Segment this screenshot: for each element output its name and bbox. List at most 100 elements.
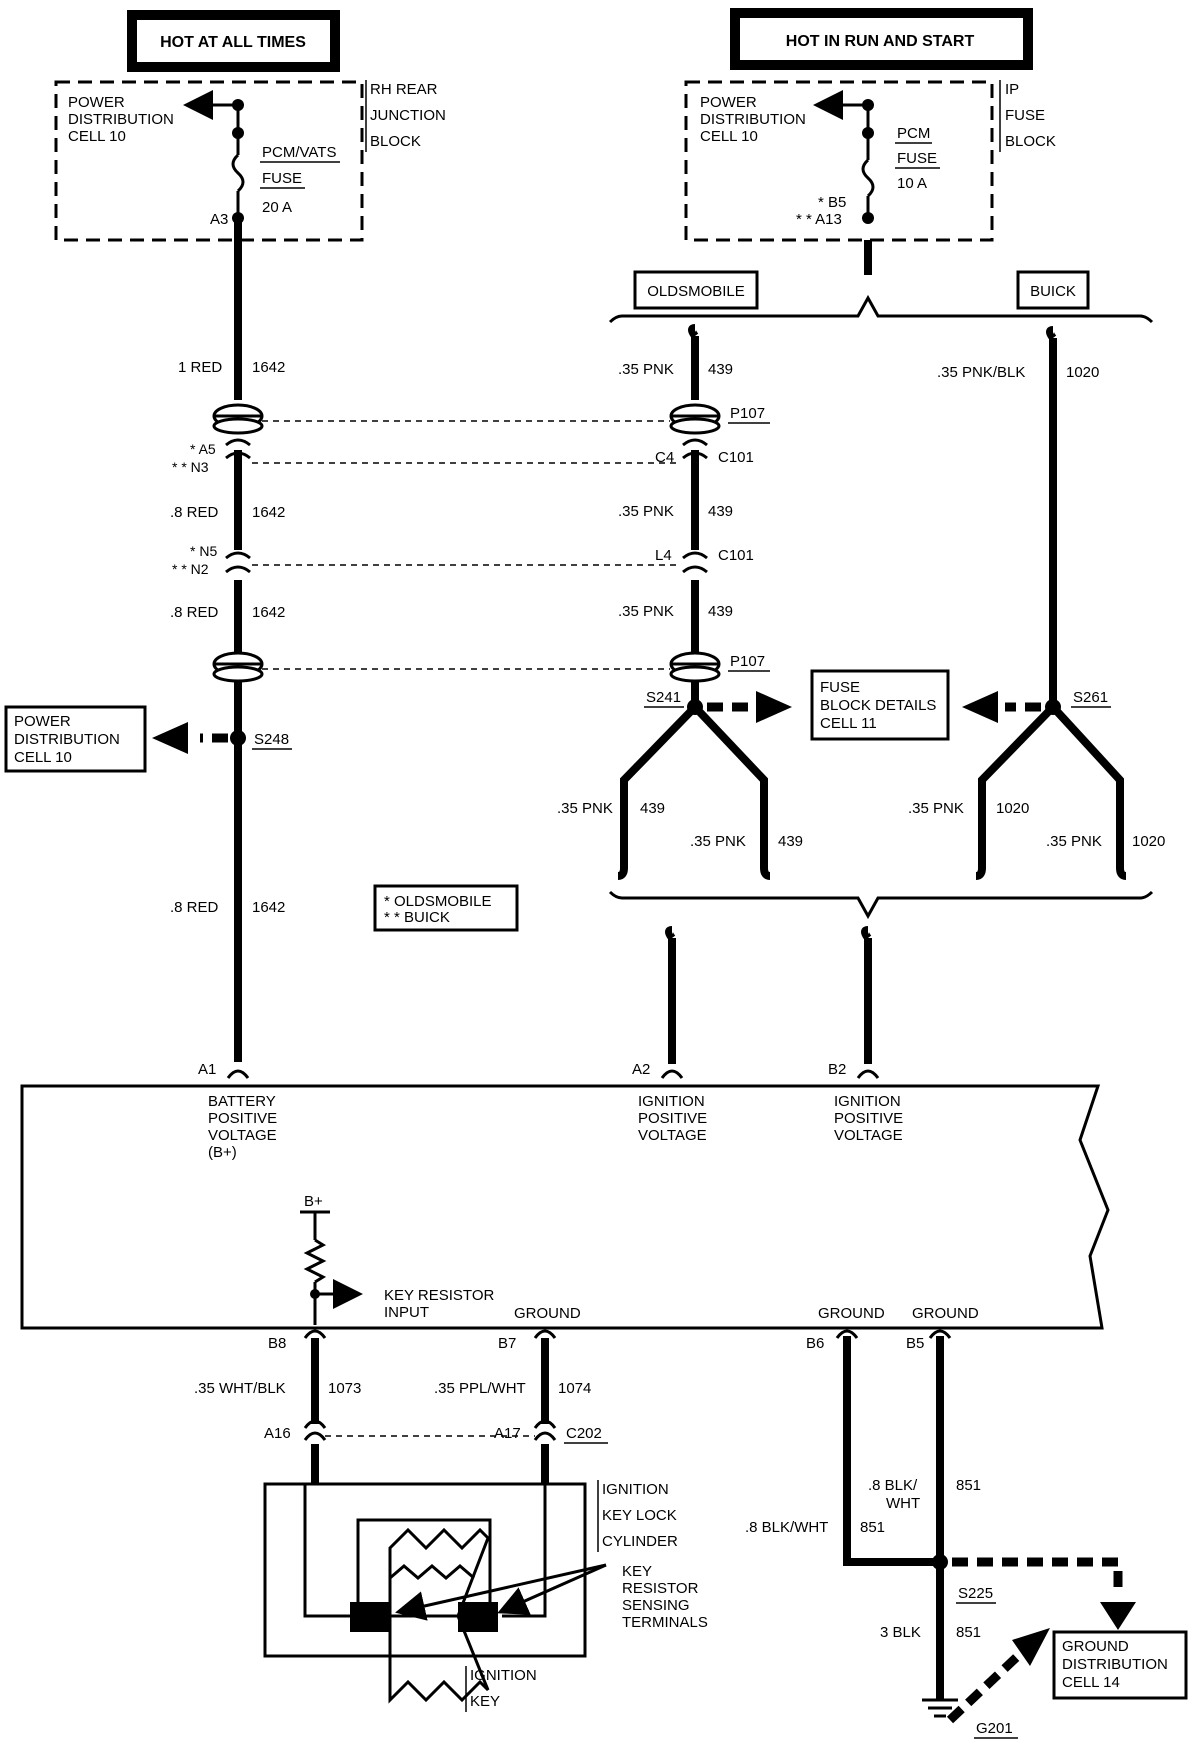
terminals-line-4: TERMINALS bbox=[622, 1614, 708, 1631]
right-side-1: IP bbox=[1005, 81, 1019, 98]
wire-code-1020-a: 1020 bbox=[1066, 364, 1099, 381]
variant-bracket-bottom bbox=[608, 890, 1154, 1064]
cyl-line-1: IGNITION bbox=[602, 1481, 669, 1498]
connector-c101-left-a: * A5 * * N3 bbox=[172, 438, 251, 475]
wire-label-pplwht: .35 PPL/WHT bbox=[434, 1380, 526, 1397]
wire-label-pnk-b: .35 PNK bbox=[618, 503, 674, 520]
wire-label-pnk-e: .35 PNK bbox=[690, 833, 746, 850]
right-fuse-rating: 10 A bbox=[897, 175, 927, 192]
connector-c101-right-b: L4 C101 bbox=[655, 547, 754, 574]
pin-n2: * * N2 bbox=[172, 561, 209, 577]
ref-fuse-line-1: FUSE bbox=[820, 679, 860, 696]
pin-a1: A1 bbox=[198, 1061, 216, 1078]
bus-node bbox=[232, 99, 244, 111]
a1-desc-3: VOLTAGE bbox=[208, 1127, 277, 1144]
connector-c101-left-b: * N5 * * N2 bbox=[172, 543, 251, 577]
pin-b5: B5 bbox=[906, 1335, 924, 1352]
wire-code-439-a: 439 bbox=[708, 361, 733, 378]
header-left-text: HOT AT ALL TIMES bbox=[160, 34, 306, 51]
wire-code-1642-c: 1642 bbox=[252, 604, 285, 621]
wire-label-pnk-a: .35 PNK bbox=[618, 361, 674, 378]
bplus-label: B+ bbox=[304, 1193, 323, 1210]
pin-n5: * N5 bbox=[190, 543, 217, 559]
splice-s261: S261 .35 PNK 1020 .35 PNK 1020 bbox=[908, 689, 1165, 880]
right-block-line-2: DISTRIBUTION bbox=[700, 111, 806, 128]
wire-code-1642-b: 1642 bbox=[252, 504, 285, 521]
fuse-symbol bbox=[861, 158, 875, 198]
wire-label-pnk-d: .35 PNK bbox=[557, 800, 613, 817]
left-side-3: BLOCK bbox=[370, 133, 421, 150]
ref-ground-line-2: DISTRIBUTION bbox=[1062, 1656, 1168, 1673]
key-input-1: KEY RESISTOR bbox=[384, 1287, 494, 1304]
splice-s261-label: S261 bbox=[1073, 689, 1108, 706]
ip-fuse-block: POWER DISTRIBUTION CELL 10 PCM FUSE 10 A… bbox=[684, 80, 1056, 242]
variant-oldsmobile: OLDSMOBILE bbox=[647, 283, 745, 300]
a2-desc-2: POSITIVE bbox=[638, 1110, 707, 1127]
key-ridge bbox=[389, 1564, 475, 1580]
header-hot-in-run-and-start: HOT IN RUN AND START bbox=[730, 8, 1033, 70]
right-fuse-name: PCM bbox=[897, 125, 930, 142]
wire-label-1-red: 1 RED bbox=[178, 359, 222, 376]
left-pin-a3: A3 bbox=[210, 211, 228, 228]
ignition-key-lock-cylinder: IGNITION KEY LOCK CYLINDER KEY RESISTOR … bbox=[263, 1480, 708, 1712]
label-c202: C202 bbox=[566, 1425, 602, 1442]
grommet-p107-left-top bbox=[212, 403, 264, 435]
sensing-terminal-right bbox=[458, 1602, 498, 1632]
wire-code-1642-d: 1642 bbox=[252, 899, 285, 916]
header-right-text: HOT IN RUN AND START bbox=[786, 33, 975, 50]
a2-desc-1: IGNITION bbox=[638, 1093, 705, 1110]
a2-desc-3: VOLTAGE bbox=[638, 1127, 707, 1144]
wire-label-08-red-b: .8 RED bbox=[170, 604, 219, 621]
pin-a17: A17 bbox=[494, 1425, 521, 1442]
key-blade-top bbox=[388, 1527, 490, 1617]
grommet-p107-left-bottom bbox=[212, 651, 264, 683]
ground-g201-label: G201 bbox=[976, 1720, 1013, 1737]
ref-power-line-3: CELL 10 bbox=[14, 749, 72, 766]
wire-label-pnkblk: .35 PNK/BLK bbox=[937, 364, 1025, 381]
label-p107-a: P107 bbox=[730, 405, 765, 422]
header-hot-at-all-times: HOT AT ALL TIMES bbox=[127, 10, 340, 72]
pin-hook-b2 bbox=[856, 1069, 880, 1079]
key-input-2: INPUT bbox=[384, 1304, 429, 1321]
wire-label-blkwht: .8 BLK/WHT bbox=[745, 1519, 828, 1536]
bus-node bbox=[232, 127, 244, 139]
wire-1642: 1 RED 1642 .8 RED 1642 .8 RED 1642 .8 RE… bbox=[170, 220, 285, 1062]
splice-s248: S248 bbox=[152, 722, 292, 754]
legend-buick: * * BUICK bbox=[384, 909, 450, 926]
label-c101-b: C101 bbox=[718, 547, 754, 564]
splice-s225-node bbox=[932, 1554, 948, 1570]
terminals-line-2: RESISTOR bbox=[622, 1580, 699, 1597]
pin-n3: * * N3 bbox=[172, 459, 209, 475]
wire-label-08-red-a: .8 RED bbox=[170, 504, 219, 521]
wire-label-whtblk: .35 WHT/BLK bbox=[194, 1380, 286, 1397]
wire-label-blkwht-a: .8 BLK/ bbox=[868, 1477, 918, 1494]
bus-node bbox=[862, 127, 874, 139]
a1-desc-2: POSITIVE bbox=[208, 1110, 277, 1127]
a1-desc-1: BATTERY bbox=[208, 1093, 276, 1110]
ignition-key-2: KEY bbox=[470, 1693, 500, 1710]
right-block-line-3: CELL 10 bbox=[700, 128, 758, 145]
right-side-3: BLOCK bbox=[1005, 133, 1056, 150]
wire-label-blkwht-b: WHT bbox=[886, 1495, 920, 1512]
pin-a5: * A5 bbox=[190, 441, 216, 457]
wire-code-439-c: 439 bbox=[708, 603, 733, 620]
bus-node bbox=[862, 99, 874, 111]
sensing-terminal-left bbox=[350, 1602, 390, 1632]
key-sense-wires: B8 B7 .35 WHT/BLK 1073 .35 PPL/WHT 1074 … bbox=[194, 1329, 608, 1484]
pin-c4: C4 bbox=[655, 449, 674, 466]
right-fuse-label: FUSE bbox=[897, 150, 937, 167]
pin-hook-a2 bbox=[660, 1069, 684, 1079]
pcm-module: A1 A2 B2 BATTERY POSITIVE VOLTAGE (B+) I… bbox=[20, 1061, 1110, 1330]
left-block-line-2: DISTRIBUTION bbox=[68, 111, 174, 128]
ground-circuit: B6 B5 .8 BLK/ WHT 851 .8 BLK/WHT 851 S22… bbox=[745, 1329, 1136, 1739]
a1-desc-4: (B+) bbox=[208, 1144, 237, 1161]
splice-s225-label: S225 bbox=[958, 1585, 993, 1602]
arrow-down-icon bbox=[1100, 1602, 1136, 1630]
arrow-right-icon bbox=[756, 691, 792, 723]
splice-s241: S241 .35 PNK 439 .35 PNK 439 bbox=[557, 689, 803, 880]
variant-buick: BUICK bbox=[1030, 283, 1076, 300]
ref-ground-line-3: CELL 14 bbox=[1062, 1674, 1120, 1691]
wire-code-439-d: 439 bbox=[640, 800, 665, 817]
splice-s241-label: S241 bbox=[646, 689, 681, 706]
